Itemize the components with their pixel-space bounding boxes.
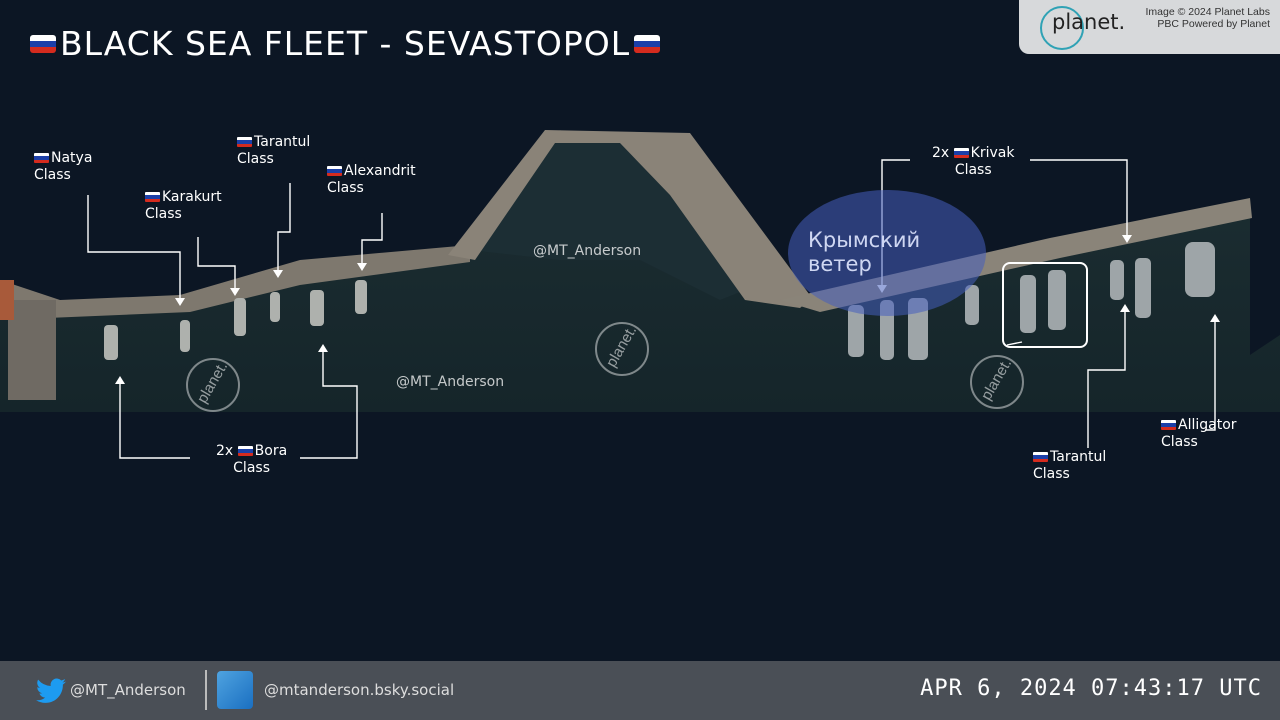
krym-veter-logo — [788, 190, 986, 316]
label-karakurt: Karakurt Class — [145, 189, 222, 222]
handle-watermark: @MT_Anderson — [533, 243, 642, 259]
russian-flag-icon — [1033, 452, 1048, 462]
bluesky-handle[interactable]: @mtanderson.bsky.social — [264, 681, 455, 699]
page-title: BLACK SEA FLEET - SEVASTOPOL — [30, 24, 661, 63]
planet-watermark-icon: planet. — [186, 358, 240, 412]
russian-flag-icon — [634, 34, 661, 53]
russian-flag-icon — [237, 446, 253, 456]
twitter-handle[interactable]: @MT_Anderson — [70, 681, 186, 699]
label-bora: 2x Bora Class — [216, 443, 288, 476]
harbor-water — [0, 130, 1280, 412]
russian-flag-icon — [1161, 420, 1176, 430]
central-pier — [448, 130, 812, 308]
ships-west — [104, 280, 367, 360]
handle-watermark: @MT_Anderson — [396, 374, 505, 390]
label-natya: Natya Class — [34, 150, 93, 183]
callout-arrowheads — [115, 235, 1220, 384]
label-alexandrit: Alexandrit Class — [327, 163, 416, 196]
title-text: BLACK SEA FLEET - SEVASTOPOL — [60, 24, 631, 63]
ships-east — [848, 242, 1215, 360]
inner-harbor — [470, 135, 745, 300]
krym-veter-text: Крымский ветер — [808, 228, 921, 276]
shore-structure — [0, 280, 14, 320]
bluesky-icon — [217, 671, 253, 709]
russian-flag-icon — [953, 148, 969, 158]
image-credit-text: Image © 2024 Planet Labs PBC Powered by … — [1145, 6, 1271, 30]
planet-watermark-icon: planet. — [970, 355, 1024, 409]
label-tarantul-west: Tarantul Class — [237, 134, 311, 167]
russian-flag-icon — [30, 34, 56, 53]
planet-watermark-icon: planet. — [595, 322, 649, 376]
label-tarantul-east: Tarantul Class — [1033, 449, 1107, 482]
footer-divider — [205, 670, 207, 710]
russian-flag-icon — [145, 192, 160, 202]
highlight-box — [1002, 262, 1088, 348]
planet-logo-icon — [1040, 6, 1084, 50]
planet-logo-text: planet. — [1052, 10, 1126, 34]
capture-timestamp: APR 6, 2024 07:43:17 UTC — [920, 676, 1262, 701]
russian-flag-icon — [237, 137, 252, 147]
twitter-bird-icon — [36, 678, 66, 703]
russian-flag-icon — [327, 166, 342, 176]
breakwater — [8, 300, 56, 400]
label-alligator: Alligator Class — [1161, 417, 1237, 450]
russian-flag-icon — [34, 153, 49, 163]
footer-bar — [0, 661, 1280, 720]
label-krivak: 2x Krivak Class — [932, 145, 1015, 178]
